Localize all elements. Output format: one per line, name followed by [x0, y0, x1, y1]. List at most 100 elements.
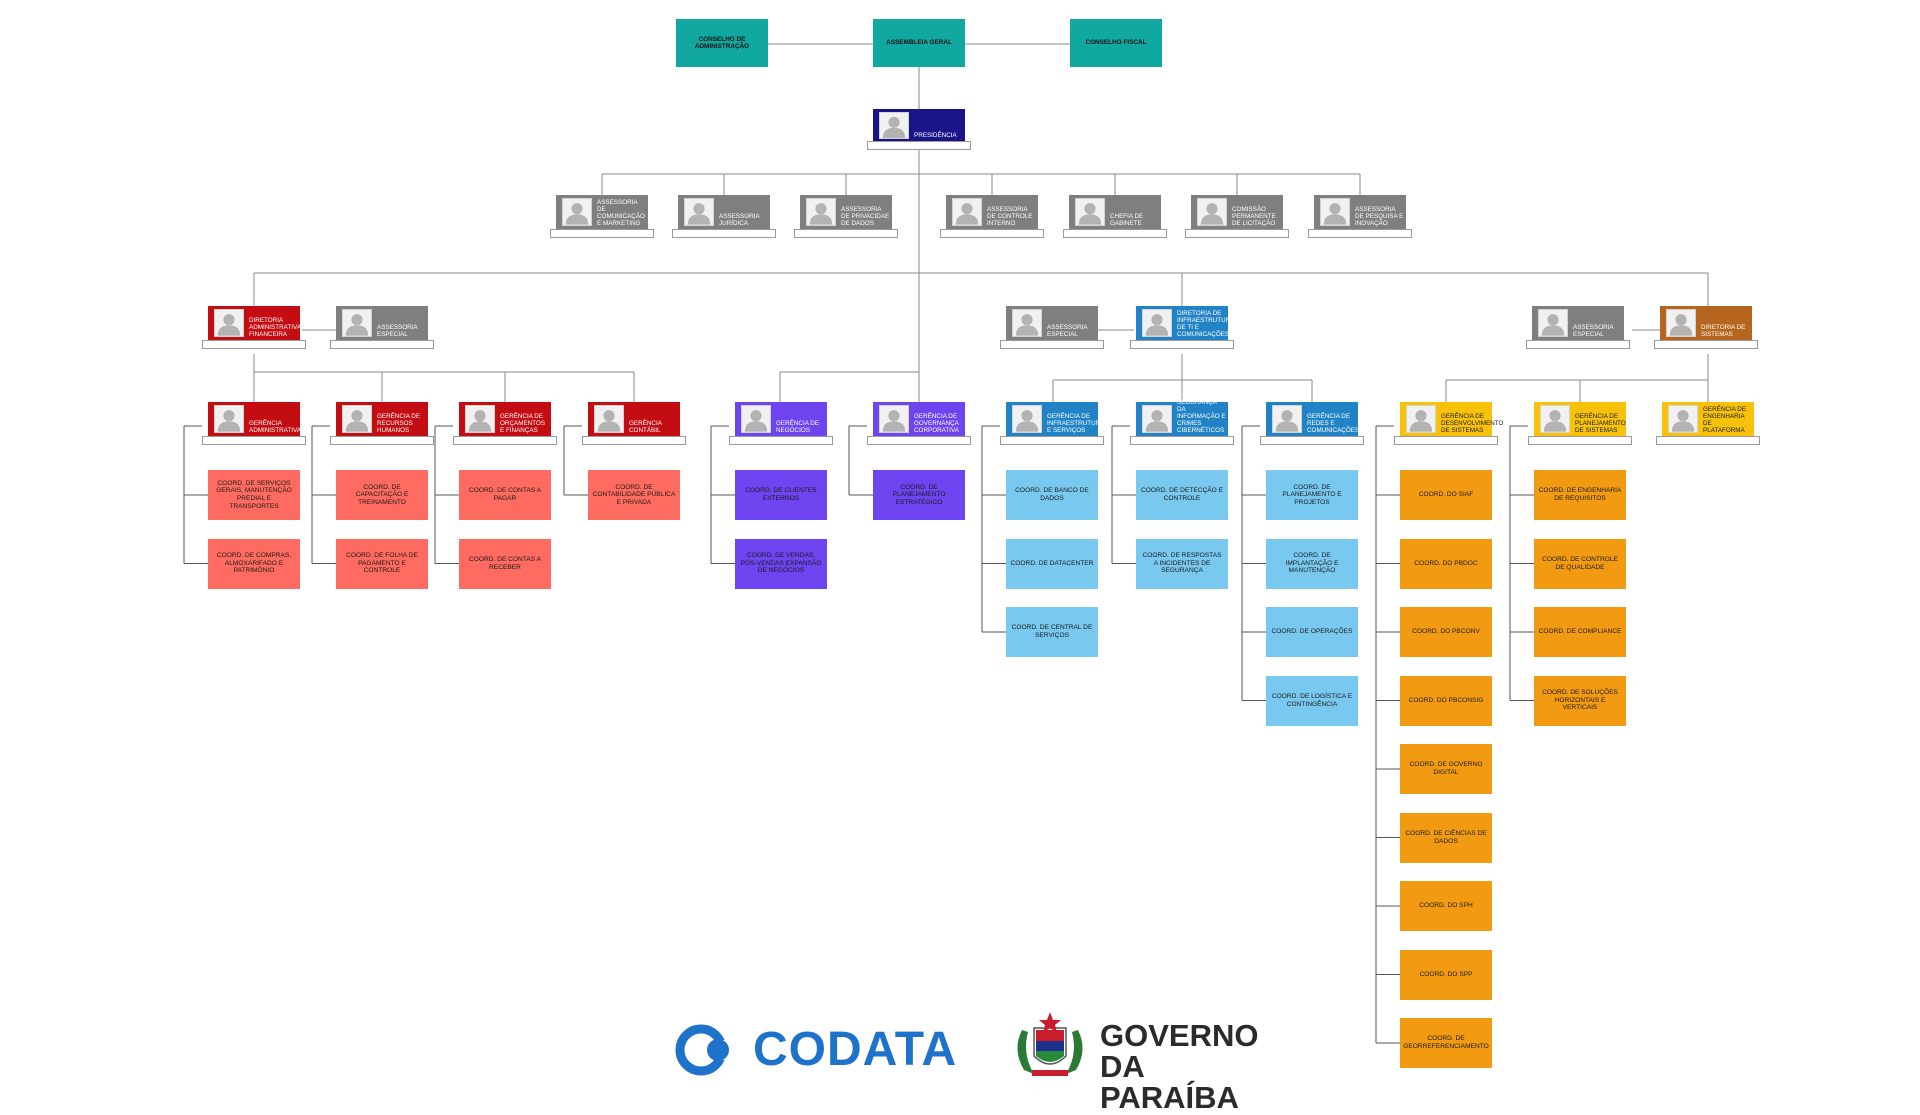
coordenacao-dev-box[interactable]: COORD. DO PBCONV: [1400, 607, 1492, 657]
coordenacao-dev-box[interactable]: COORD. DE GEORREFERENCIAMENTO: [1400, 1018, 1492, 1068]
coordenacao-infra-box[interactable]: COORD. DE CENTRAL DE SERVIÇOS: [1006, 607, 1098, 657]
org-connectors: [183, 43, 1709, 1044]
diretoria-administrativa-card-label: DIRETORIA ADMINISTRATIVA FINANCEIRA: [249, 316, 301, 338]
person-placeholder-icon: [1668, 405, 1698, 433]
person-placeholder-icon: [214, 309, 244, 337]
person-placeholder-icon: [594, 405, 624, 433]
diretoria-sistemas-card[interactable]: DIRETORIA DE SISTEMAS: [1654, 306, 1758, 354]
gerencia-seg-card[interactable]: GERÊNCIA DE SEGURANÇA DA INFORMAÇÃO E CR…: [1130, 391, 1234, 450]
assessoria-especial-card-label: ASSESSORIA ESPECIAL: [377, 323, 418, 338]
advisory-card[interactable]: ASSESSORIA DE CONTROLE INTERNO: [940, 195, 1044, 243]
gerencia-redes-card-label: GERÊNCIA DE REDES E COMUNICAÇÕES: [1307, 412, 1360, 434]
coordenacao-infra-box[interactable]: COORD. DE BANCO DE DADOS: [1006, 470, 1098, 520]
gerencia-fin-card[interactable]: GERÊNCIA DE ORÇAMENTOS E FINANÇAS: [453, 402, 557, 450]
assessoria-especial-card[interactable]: ASSESSORIA ESPECIAL: [330, 306, 434, 354]
gerencia-infra-card-label: GERÊNCIA DE INFRAESTRUTURA E SERVIÇOS: [1047, 412, 1105, 434]
gerencia-plat-card-label: GERÊNCIA DE ENGENHARIA DE PLATAFORMA: [1703, 405, 1747, 434]
diretoria-sistemas-card-label: DIRETORIA DE SISTEMAS: [1701, 323, 1746, 338]
coordenacao-seg-box[interactable]: COORD. DE DETECÇÃO E CONTROLE: [1136, 470, 1228, 520]
coordenacao-infra-box[interactable]: COORD. DE DATACENTER: [1006, 538, 1098, 589]
gerencia-dev-card[interactable]: GERÊNCIA DE DESENVOLVIMENTO DE SISTEMAS: [1394, 402, 1504, 450]
coordenacao-adm-box[interactable]: COORD. DE SERVIÇOS GERAIS, MANUTENÇÃO PR…: [208, 470, 300, 520]
coordenacao-plan-box[interactable]: COORD. DE COMPLIANCE: [1534, 607, 1626, 657]
advisory-card[interactable]: COMISSÃO PERMANENTE DE LICITAÇÃO: [1185, 195, 1289, 243]
person-placeholder-icon: [1012, 309, 1042, 337]
coordenacao-neg-box[interactable]: COORD. DE CLIENTES EXTERNOS: [735, 470, 827, 520]
advisory-card-label: COMISSÃO PERMANENTE DE LICITAÇÃO: [1232, 205, 1276, 227]
governo-paraiba-logo: GOVERNO DA PARAÍBA: [1010, 1010, 1280, 1113]
advisory-card-label: ASSESSORIA JURÍDICA: [719, 212, 760, 227]
coordenacao-dev-box[interactable]: COORD. DE CIÊNCIAS DE DADOS: [1400, 812, 1492, 863]
coordenacao-cont-box[interactable]: COORD. DE CONTABILIDADE PÚBLICA E PRIVAD…: [588, 470, 680, 520]
gerencia-plan-card-label: GERÊNCIA DE PLANEJAMENTO DE SISTEMAS: [1575, 412, 1626, 434]
gerencia-plan-card[interactable]: GERÊNCIA DE PLANEJAMENTO DE SISTEMAS: [1528, 402, 1632, 450]
coordenacao-dev-box[interactable]: COORD. DO PBCONSIG: [1400, 675, 1492, 726]
advisory-card-label: ASSESSORIA DE CONTROLE INTERNO: [987, 205, 1033, 227]
person-placeholder-icon: [879, 405, 909, 433]
advisory-card[interactable]: ASSESSORIA DE COMUNICAÇÃO E MARKETING: [550, 195, 654, 243]
diretoria-infraestrutura-card[interactable]: DIRETORIA DE INFRAESTRUTURA DE TI E COMU…: [1130, 306, 1235, 354]
advisory-card[interactable]: CHEFIA DE GABINETE: [1063, 195, 1167, 243]
coordenacao-dev-box[interactable]: COORD. DO SIAF: [1400, 470, 1492, 520]
gerencia-plat-card[interactable]: GERÊNCIA DE ENGENHARIA DE PLATAFORMA: [1656, 402, 1760, 450]
gerencia-adm-card-label: GERÊNCIA ADMINISTRATIVA: [249, 419, 301, 434]
gerencia-cont-card[interactable]: GERÊNCIA CONTÁBIL: [582, 402, 686, 450]
assessoria-especial-card[interactable]: ASSESSORIA ESPECIAL: [1000, 306, 1104, 354]
conselho-fiscal-box[interactable]: CONSELHO FISCAL: [1070, 19, 1162, 67]
person-placeholder-icon: [879, 112, 909, 139]
gerencia-gov-card[interactable]: GERÊNCIA DE GOVERNANÇA CORPORATIVA: [867, 402, 971, 450]
advisory-card[interactable]: ASSESSORIA DE PRIVACIDAE DE DADOS: [794, 195, 898, 243]
person-placeholder-icon: [342, 309, 372, 337]
coordenacao-fin-box[interactable]: COORD. DE CONTAS A RECEBER: [459, 538, 551, 589]
coordenacao-dev-box[interactable]: COORD. DO SPP: [1400, 949, 1492, 1000]
person-placeholder-icon: [1666, 309, 1696, 337]
person-placeholder-icon: [1075, 198, 1105, 226]
presidencia-card[interactable]: PRESIDÊNCIA: [867, 109, 971, 150]
coordenacao-dev-box[interactable]: COORD. DO SPH: [1400, 881, 1492, 931]
gerencia-infra-card[interactable]: GERÊNCIA DE INFRAESTRUTURA E SERVIÇOS: [1000, 402, 1105, 450]
coordenacao-dev-box[interactable]: COORD. DO PBDOC: [1400, 538, 1492, 589]
coordenacao-plan-box[interactable]: COORD. DE ENGENHARIA DE REQUISITOS: [1534, 470, 1626, 520]
advisory-card[interactable]: ASSESSORIA DE PESQUISA E INOVAÇÃO: [1308, 195, 1412, 243]
person-placeholder-icon: [465, 405, 495, 433]
person-placeholder-icon: [1538, 309, 1568, 337]
gerencia-seg-card-label: GERÊNCIA DE SEGURANÇA DA INFORMAÇÃO E CR…: [1177, 391, 1226, 434]
coordenacao-redes-box[interactable]: COORD. DE OPERAÇÕES: [1266, 607, 1358, 657]
coordenacao-plan-box[interactable]: COORD. DE SOLUÇÕES HORIZONTAIS E VERTICA…: [1534, 675, 1626, 726]
coordenacao-rh-box[interactable]: COORD. DE CAPACITAÇÃO E TREINAMENTO: [336, 470, 428, 520]
presidencia-label: PRESIDÊNCIA: [914, 131, 957, 139]
coordenacao-dev-box[interactable]: COORD. DE GOVERNO DIGITAL: [1400, 744, 1492, 794]
assessoria-especial-card[interactable]: ASSESSORIA ESPECIAL: [1526, 306, 1630, 354]
coordenacao-seg-box[interactable]: COORD. DE RESPOSTAS A INCIDENTES DE SEGU…: [1136, 538, 1228, 589]
coordenacao-neg-box[interactable]: COORD. DE VENDAS, PÓS-VENDAS EXPANSÃO DE…: [735, 538, 827, 589]
person-placeholder-icon: [214, 405, 244, 433]
coordenacao-fin-box[interactable]: COORD. DE CONTAS A PAGAR: [459, 470, 551, 520]
gerencia-fin-card-label: GERÊNCIA DE ORÇAMENTOS E FINANÇAS: [500, 412, 546, 434]
person-placeholder-icon: [1142, 309, 1172, 337]
gerencia-redes-card[interactable]: GERÊNCIA DE REDES E COMUNICAÇÕES: [1260, 402, 1364, 450]
advisory-card-label: ASSESSORIA DE COMUNICAÇÃO E MARKETING: [597, 198, 645, 227]
gerencia-neg-card-label: GERÊNCIA DE NEGÓCIOS: [776, 419, 820, 434]
coordenacao-redes-box[interactable]: COORD. DE PLANEJAMENTO E PROJETOS: [1266, 470, 1358, 520]
assembleia-geral-box[interactable]: ASSEMBLEIA GERAL: [873, 19, 965, 67]
coordenacao-redes-box[interactable]: COORD. DE LOGÍSTICA E CONTINGÊNCIA: [1266, 675, 1358, 726]
advisory-card-label: ASSESSORIA DE PESQUISA E INOVAÇÃO: [1355, 205, 1404, 227]
gerencia-dev-card-label: GERÊNCIA DE DESENVOLVIMENTO DE SISTEMAS: [1441, 412, 1504, 434]
da-paraiba-label: DA PARAÍBA: [1100, 1049, 1239, 1115]
gerencia-adm-card[interactable]: GERÊNCIA ADMINISTRATIVA: [202, 402, 306, 450]
gerencia-neg-card[interactable]: GERÊNCIA DE NEGÓCIOS: [729, 402, 833, 450]
coordenacao-rh-box[interactable]: COORD. DE FOLHA DE PAGAMENTO E CONTROLE: [336, 538, 428, 589]
diretoria-infraestrutura-card-label: DIRETORIA DE INFRAESTRUTURA DE TI E COMU…: [1177, 309, 1235, 338]
conselho-administracao-box[interactable]: CONSELHO DE ADMINISTRAÇÃO: [676, 19, 768, 67]
coordenacao-adm-box[interactable]: COORD. DE COMPRAS, ALMOXARIFADO E PATRIM…: [208, 538, 300, 589]
coordenacao-gov-box[interactable]: COORD. DE PLANEJAMENTO ESTRATÉGICO: [873, 470, 965, 520]
person-placeholder-icon: [1540, 405, 1570, 433]
coordenacao-plan-box[interactable]: COORD. DE CONTROLE DE QUALIDADE: [1534, 538, 1626, 589]
diretoria-administrativa-card[interactable]: DIRETORIA ADMINISTRATIVA FINANCEIRA: [202, 306, 306, 354]
assessoria-especial-card-label: ASSESSORIA ESPECIAL: [1573, 323, 1614, 338]
gerencia-rh-card[interactable]: GERÊNCIA DE RECURSOS HUMANOS: [330, 402, 434, 450]
governo-label: GOVERNO: [1100, 1018, 1259, 1053]
advisory-card[interactable]: ASSESSORIA JURÍDICA: [672, 195, 776, 243]
coordenacao-redes-box[interactable]: COORD. DE IMPLANTAÇÃO E MANUTENÇÃO: [1266, 538, 1358, 589]
person-placeholder-icon: [342, 405, 372, 433]
